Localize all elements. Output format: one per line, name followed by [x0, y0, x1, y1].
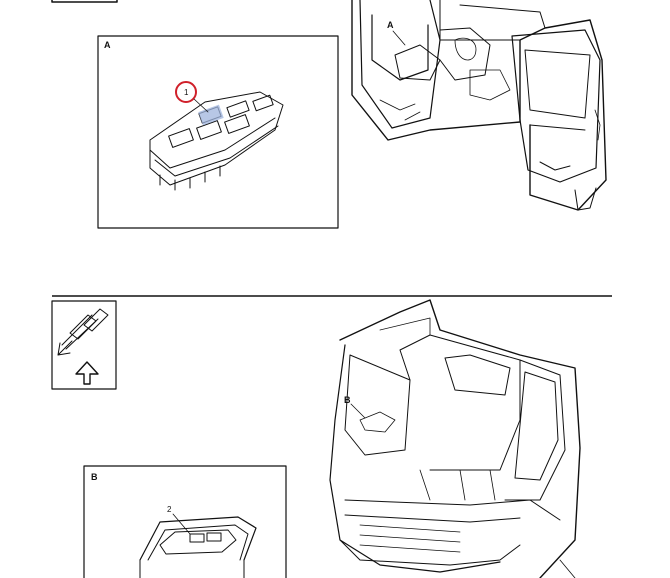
position-arrow-icon — [57, 308, 109, 356]
cab-top-label: A — [387, 20, 394, 30]
callout-ring — [175, 81, 197, 103]
detail-b-callout: 2 — [167, 505, 172, 514]
detail-a-callout: 1 — [184, 88, 189, 97]
window-switch-panel-a — [149, 91, 284, 191]
detail-b-label: B — [91, 472, 98, 482]
highlighted-switch — [198, 104, 224, 126]
detail-a-panel: A 1 — [97, 35, 339, 229]
detail-b-panel: B 2 — [83, 465, 287, 578]
cab-bottom-drawing: B — [329, 299, 581, 578]
window-switch-panel-b — [139, 516, 257, 578]
cab-top-drawing: A — [351, 0, 607, 211]
up-arrow-icon — [75, 361, 99, 385]
cab-bottom-label: B — [344, 395, 351, 405]
top-cropped-frame — [51, 0, 118, 3]
position-icon-box — [51, 300, 117, 390]
detail-a-label: A — [104, 40, 111, 50]
